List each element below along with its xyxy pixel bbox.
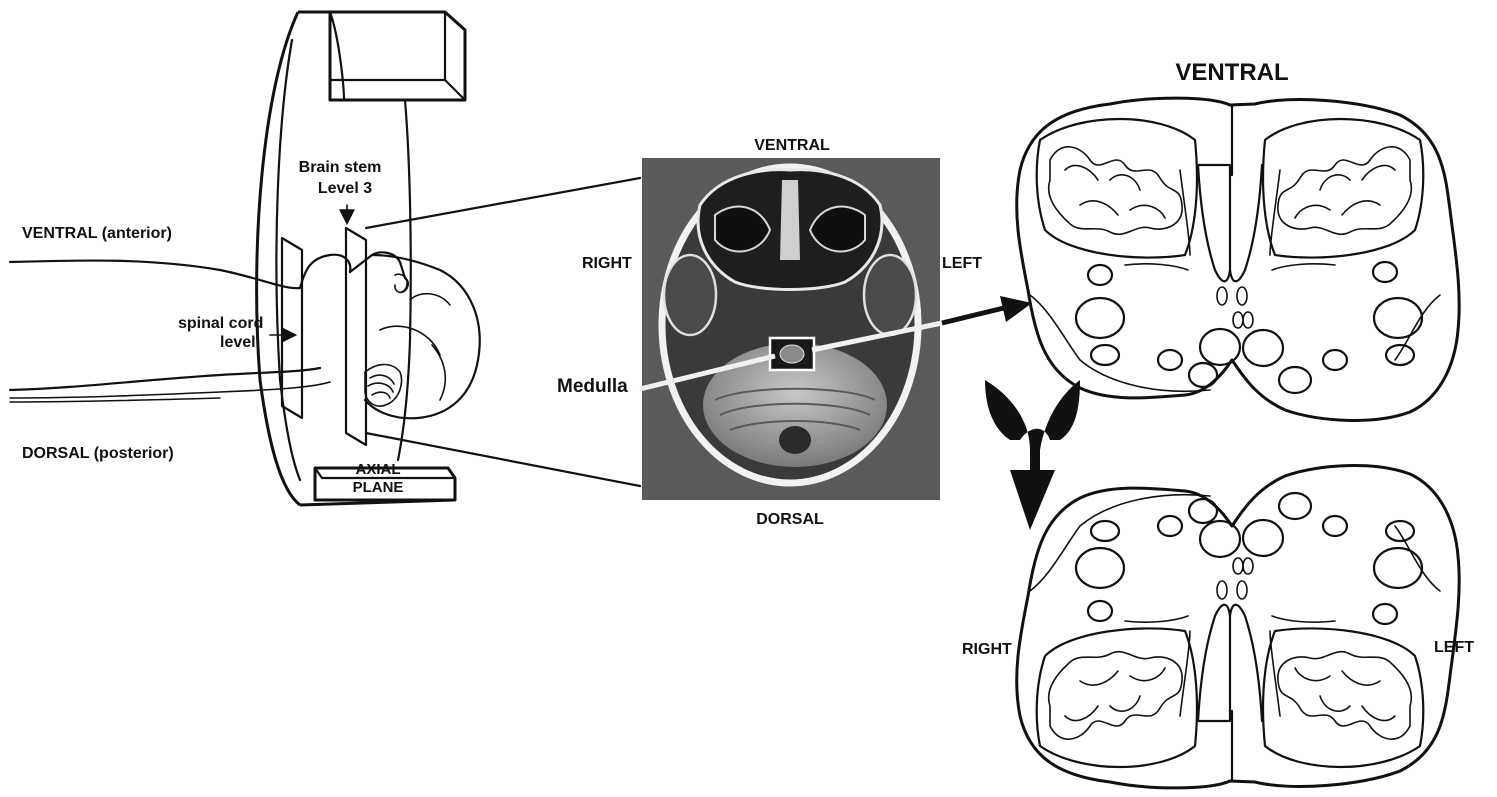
section-ventral-title: VENTRAL	[1175, 59, 1288, 86]
pointer-arrowhead	[1000, 296, 1032, 322]
brain-stem-level-label: Level 3	[318, 180, 372, 197]
scanner-illustration	[10, 12, 640, 505]
medulla-section-ventral-down	[1017, 466, 1459, 788]
mri-left-label: LEFT	[942, 255, 982, 272]
mri-ventral-label: VENTRAL	[754, 137, 830, 154]
brain-stem-label: Brain stem	[299, 159, 382, 176]
spinal-cord-label: spinal cord	[178, 315, 263, 332]
section-left-label: LEFT	[1434, 639, 1474, 656]
medulla-label: Medulla	[557, 376, 628, 397]
plane-label: PLANE	[353, 479, 404, 496]
mri-dorsal-label: DORSAL	[756, 511, 824, 528]
ventral-anterior-label: VENTRAL (anterior)	[22, 225, 172, 242]
section-right-label: RIGHT	[962, 641, 1012, 658]
mri-axial-image	[640, 158, 942, 500]
dorsal-posterior-label: DORSAL (posterior)	[22, 445, 174, 462]
axial-label: AXIAL	[356, 461, 401, 478]
pointer-arrow	[942, 306, 1012, 323]
mri-right-label: RIGHT	[582, 255, 632, 272]
spinal-cord-level-label: level	[220, 334, 256, 351]
medulla-section-ventral-up	[1017, 98, 1459, 420]
